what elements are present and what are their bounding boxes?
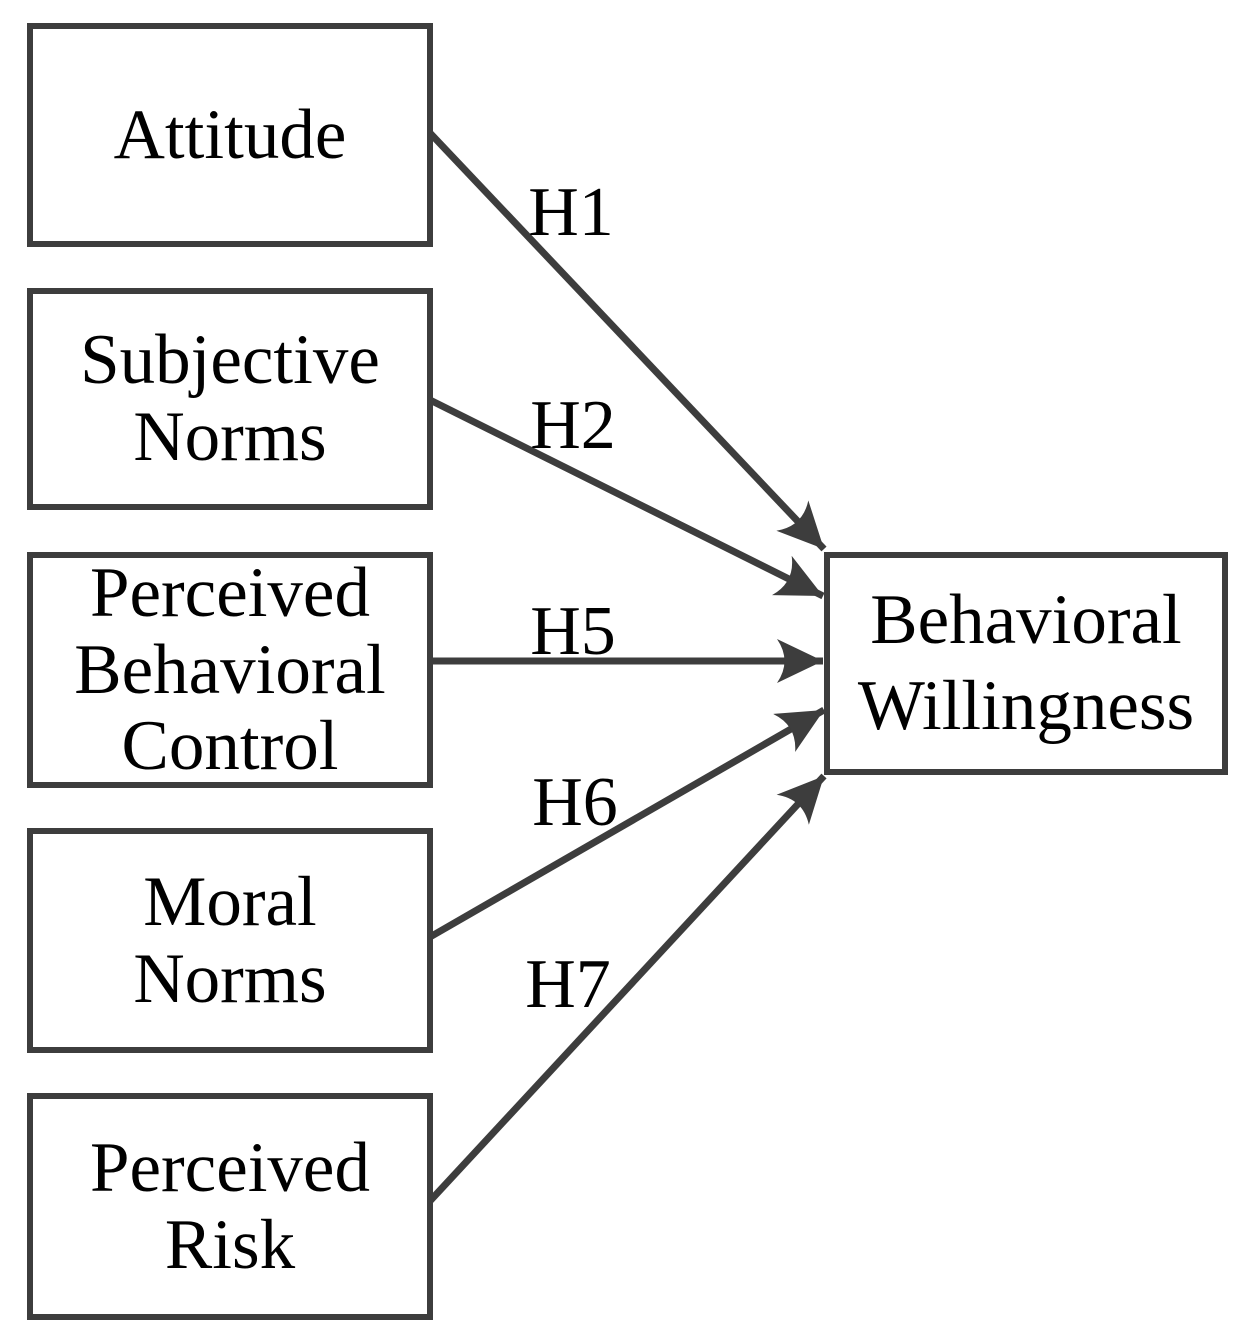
edge-label-h1: H1 xyxy=(528,174,614,251)
edge-h1-arrow xyxy=(427,130,827,552)
edge-h7-arrow xyxy=(427,773,827,1204)
node-perceived-risk: Perceived Risk xyxy=(27,1093,433,1320)
node-subjective-norms: Subjective Norms xyxy=(27,288,433,510)
edge-label-h6: H6 xyxy=(532,764,618,841)
node-attitude: Attitude xyxy=(27,23,433,247)
node-perceived-behavioral-control: Perceived Behavioral Control xyxy=(27,552,433,788)
edge-label-h7: H7 xyxy=(525,946,611,1023)
edge-label-h5: H5 xyxy=(530,593,616,670)
node-behavioral-willingness: Behavioral Willingness xyxy=(824,552,1228,775)
edge-h6-arrow xyxy=(428,706,826,941)
node-moral-norms: Moral Norms xyxy=(27,828,433,1053)
edge-h2-arrow xyxy=(428,396,825,600)
edge-label-h2: H2 xyxy=(530,387,616,464)
